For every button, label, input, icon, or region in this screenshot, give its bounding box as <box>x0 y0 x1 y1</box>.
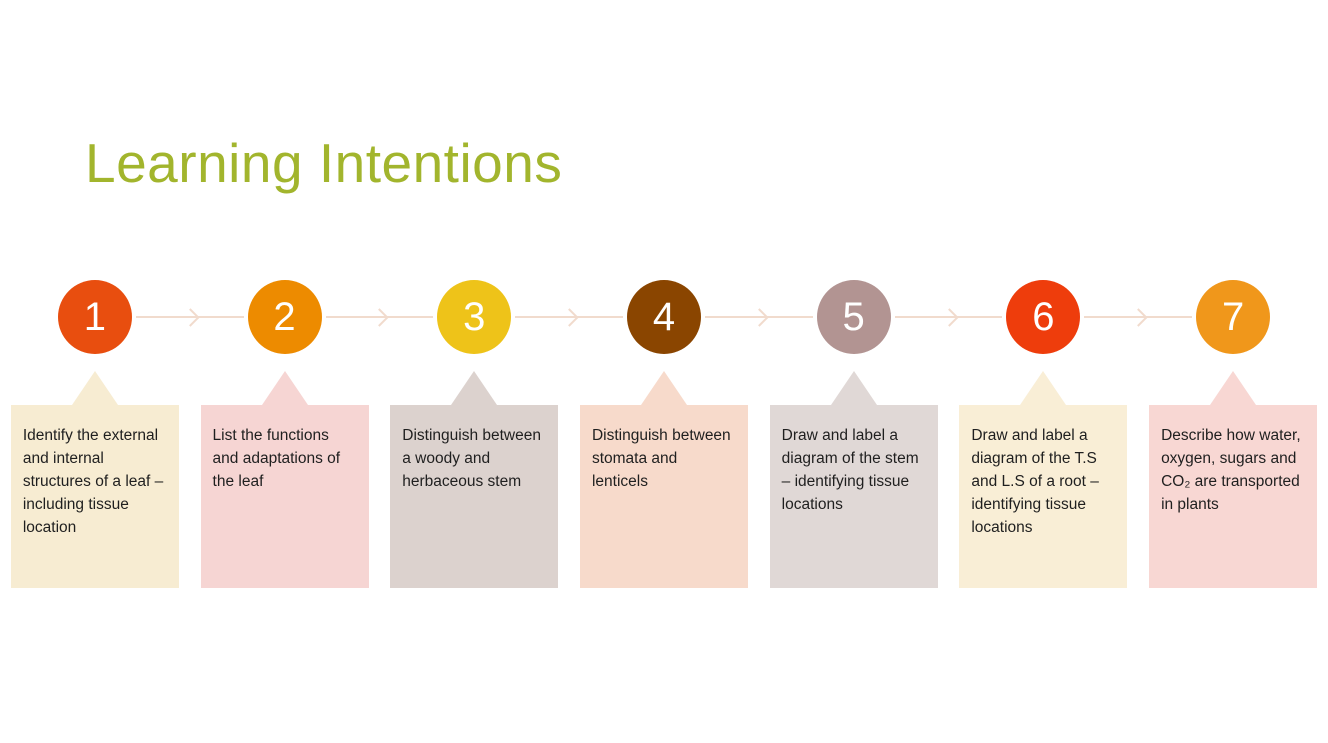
timeline: 1 Identify the external and internal str… <box>0 280 1328 588</box>
step-number: 6 <box>1032 295 1055 339</box>
step-circle-4: 4 <box>626 280 701 354</box>
step-circle-3: 3 <box>437 280 512 354</box>
step-circle-5: 5 <box>816 280 891 354</box>
box-pointer <box>640 371 687 405</box>
timeline-step-6: 6 Draw and label a diagram of the T.S an… <box>949 280 1193 588</box>
step-text: Distinguish between stomata and lenticel… <box>591 427 731 490</box>
timeline-step-2: 2 List the functions and adaptations of … <box>190 280 434 588</box>
step-number: 5 <box>842 295 865 339</box>
step-circle-2: 2 <box>247 280 322 354</box>
step-box: Draw and label a diagram of the stem – i… <box>769 405 938 588</box>
step-box: Draw and label a diagram of the T.S and … <box>959 405 1128 588</box>
step-circle-7: 7 <box>1196 280 1271 354</box>
step-number: 3 <box>463 295 486 339</box>
step-number: 2 <box>273 295 296 339</box>
box-pointer <box>830 371 877 405</box>
timeline-step-4: 4 Distinguish between stomata and lentic… <box>569 280 813 588</box>
step-circle-1: 1 <box>57 280 132 354</box>
step-box: Distinguish between a woody and herbaceo… <box>390 405 559 588</box>
step-box: List the functions and adaptations of th… <box>200 405 369 588</box>
connector-arrow-icon <box>704 316 813 318</box>
step-text: List the functions and adaptations of th… <box>212 427 341 490</box>
connector-arrow-icon <box>1084 316 1193 318</box>
step-text: Draw and label a diagram of the stem – i… <box>781 427 919 513</box>
timeline-step-3: 3 Distinguish between a woody and herbac… <box>379 280 623 588</box>
step-text: Describe how water, oxygen, sugars and C… <box>1161 427 1301 513</box>
timeline-step-1: 1 Identify the external and internal str… <box>0 280 244 588</box>
box-pointer <box>451 371 498 405</box>
step-text: Distinguish between a woody and herbaceo… <box>402 427 541 490</box>
step-text: Draw and label a diagram of the T.S and … <box>971 427 1099 536</box>
step-box: Describe how water, oxygen, sugars and C… <box>1149 405 1318 588</box>
step-text: Identify the external and internal struc… <box>22 427 164 536</box>
timeline-step-7: 7 Describe how water, oxygen, sugars and… <box>1138 280 1328 588</box>
connector-arrow-icon <box>894 316 1003 318</box>
box-pointer <box>1020 371 1067 405</box>
step-box: Identify the external and internal struc… <box>10 405 179 588</box>
step-number: 7 <box>1221 295 1245 339</box>
box-pointer <box>71 371 118 405</box>
step-number: 1 <box>83 295 106 339</box>
step-number: 4 <box>652 295 676 339</box>
step-box: Distinguish between stomata and lenticel… <box>579 405 748 588</box>
step-circle-6: 6 <box>1006 280 1081 354</box>
box-pointer <box>261 371 308 405</box>
timeline-step-5: 5 Draw and label a diagram of the stem –… <box>759 280 1003 588</box>
page-title: Learning Intentions <box>85 131 563 194</box>
box-pointer <box>1210 371 1257 405</box>
connector-arrow-icon <box>325 316 434 318</box>
connector-arrow-icon <box>135 316 244 318</box>
connector-arrow-icon <box>515 316 623 318</box>
